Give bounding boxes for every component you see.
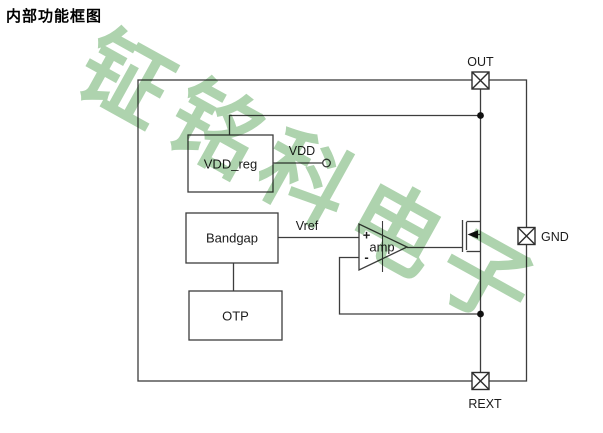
vdd-terminal-circle	[322, 158, 331, 168]
amp-minus-input-label: -	[364, 249, 369, 264]
amp-plus-input-label: +	[362, 227, 371, 243]
wire-vddreg-to-out-rail	[228, 114, 481, 135]
bandgap-block-label: Bandgap	[205, 230, 259, 246]
rext-pin-label: REXT	[468, 396, 502, 411]
junction-dot-bottom	[477, 310, 484, 318]
vref-net-label: Vref	[295, 218, 319, 233]
vdd-reg-block-label: VDD_reg	[203, 156, 258, 171]
gnd-pin-label: GND	[541, 229, 569, 244]
mosfet-body-arrow	[467, 230, 478, 239]
rext-pin-symbol	[471, 371, 490, 391]
amp-label: amp	[369, 239, 395, 255]
wire-feedback	[338, 256, 481, 315]
page-title: 内部功能框图	[6, 8, 103, 25]
otp-block	[188, 290, 283, 341]
junction-dot-top	[477, 112, 484, 119]
bandgap-block	[185, 212, 279, 264]
otp-block-label: OTP	[222, 308, 249, 323]
out-pin-label: OUT	[467, 54, 494, 69]
gnd-pin-symbol	[517, 226, 536, 246]
vdd-net-label: VDD	[288, 143, 316, 158]
out-pin-symbol	[471, 71, 490, 90]
vdd-reg-block	[187, 134, 274, 193]
